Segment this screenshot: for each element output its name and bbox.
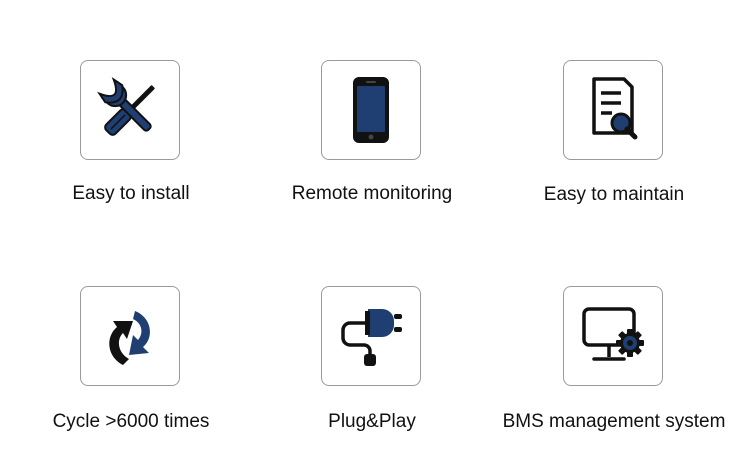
plug-icon [341, 309, 402, 366]
feature-easy-to-install: Easy to install [11, 60, 251, 240]
feature-tile [563, 286, 663, 386]
feature-remote-monitoring: Remote monitoring [252, 60, 492, 240]
feature-label: Easy to install [72, 183, 190, 204]
monitor-gear-icon [582, 307, 644, 361]
feature-label: Easy to maintain [543, 184, 685, 205]
smartphone-icon [353, 77, 389, 143]
feature-tile [563, 60, 663, 160]
document-search-icon [592, 77, 638, 140]
feature-label: Plug&Play [328, 411, 416, 432]
feature-cycle-6000: Cycle >6000 times [11, 286, 251, 466]
feature-tile [80, 60, 180, 160]
feature-label: Remote monitoring [291, 183, 453, 204]
feature-plug-and-play: Plug&Play [252, 286, 492, 466]
feature-bms-management-system: BMS management system [494, 286, 734, 466]
feature-tile [321, 60, 421, 160]
cycle-arrows-icon [109, 311, 150, 365]
feature-easy-to-maintain: Easy to maintain [494, 60, 734, 240]
feature-label: BMS management system [502, 411, 726, 432]
feature-tile [80, 286, 180, 386]
tools-icon [97, 77, 155, 136]
feature-tile [321, 286, 421, 386]
feature-label: Cycle >6000 times [52, 411, 210, 432]
